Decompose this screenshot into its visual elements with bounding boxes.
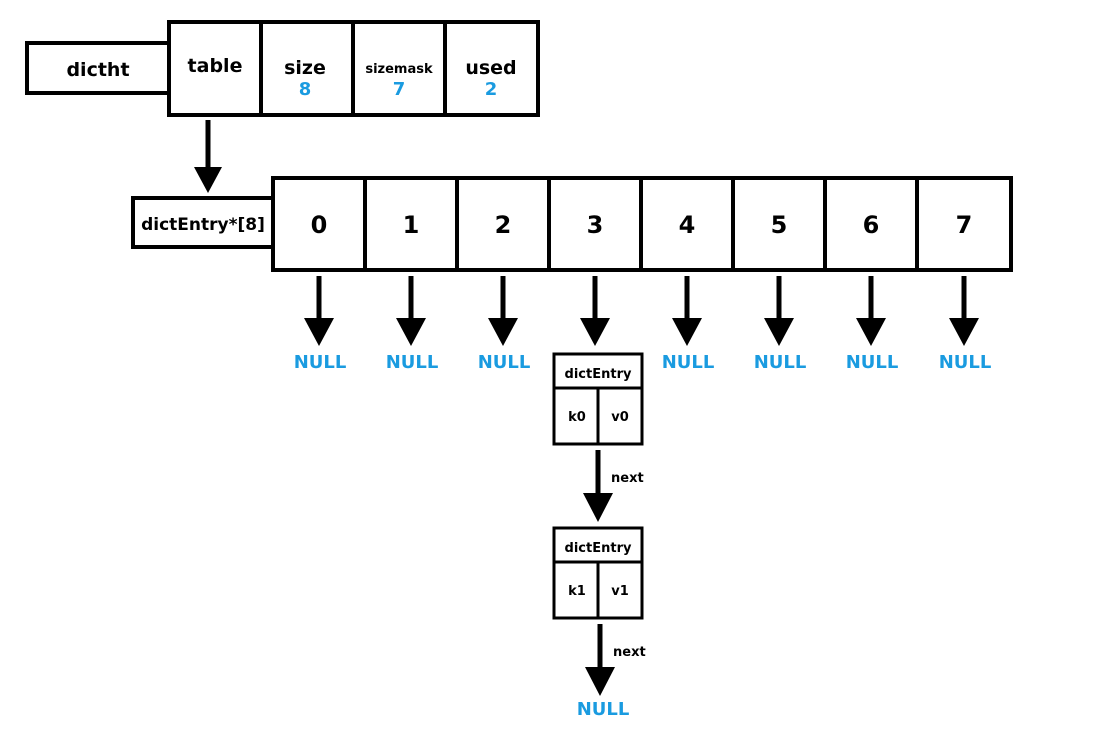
bucket-4-null: NULL	[662, 352, 715, 373]
bucket-3-arrowhead	[580, 318, 610, 346]
bucket-index-7: 7	[956, 211, 973, 239]
dictht-table-cell	[167, 20, 263, 117]
sizemask-field-label: sizemask	[365, 62, 433, 77]
bucket-2	[455, 176, 551, 272]
bucket-6-arrowhead	[856, 318, 886, 346]
dictht-used-cell	[443, 20, 540, 117]
dict-entry-1-value: v1	[611, 584, 629, 599]
next-arrowhead-1	[585, 667, 615, 696]
size-value: 8	[299, 79, 312, 100]
bucket-2-arrowhead	[488, 318, 518, 346]
dict-entry-0-title: dictEntry	[565, 367, 632, 382]
bucket-6-null: NULL	[846, 352, 899, 373]
sizemask-value: 7	[393, 79, 406, 100]
bucket-index-1: 1	[403, 211, 420, 239]
dictht-label-box	[25, 41, 171, 95]
dict-entry-0-key: k0	[568, 410, 586, 425]
size-field-label: size	[284, 57, 326, 79]
table-field-label: table	[188, 55, 243, 77]
bucket-0-arrowhead	[304, 318, 334, 346]
bucket-7-arrowhead	[949, 318, 979, 346]
dictht-label: dictht	[66, 59, 129, 81]
dict-entry-1-key: k1	[568, 584, 586, 599]
used-field-label: used	[465, 57, 516, 79]
bucket-5-null: NULL	[754, 352, 807, 373]
next-label-1: next	[613, 645, 646, 660]
dict-entry-0-value: v0	[611, 410, 629, 425]
bucket-index-3: 3	[587, 211, 604, 239]
bucket-1-null: NULL	[386, 352, 439, 373]
chain-end-null: NULL	[577, 699, 630, 720]
used-value: 2	[485, 79, 498, 100]
bucket-index-6: 6	[863, 211, 880, 239]
bucket-5-arrowhead	[764, 318, 794, 346]
dictht-size-cell	[259, 20, 355, 117]
next-arrowhead-0	[583, 493, 613, 522]
bucket-7-null: NULL	[939, 352, 992, 373]
bucket-7	[915, 176, 1013, 272]
bucket-0-null: NULL	[294, 352, 347, 373]
bucket-index-4: 4	[679, 211, 696, 239]
table-array-label: dictEntry*[8]	[141, 215, 265, 235]
bucket-4	[639, 176, 735, 272]
dict-entry-1: dictEntry k1 v1	[552, 526, 644, 620]
bucket-index-2: 2	[495, 211, 512, 239]
bucket-index-5: 5	[771, 211, 788, 239]
dict-entry-0: dictEntry k0 v0	[552, 352, 644, 446]
table-pointer-arrowhead	[194, 167, 222, 193]
bucket-index-0: 0	[311, 211, 328, 239]
bucket-1-arrowhead	[396, 318, 426, 346]
next-label-0: next	[611, 471, 644, 486]
bucket-2-null: NULL	[478, 352, 531, 373]
dict-entry-1-title: dictEntry	[565, 541, 632, 556]
bucket-4-arrowhead	[672, 318, 702, 346]
